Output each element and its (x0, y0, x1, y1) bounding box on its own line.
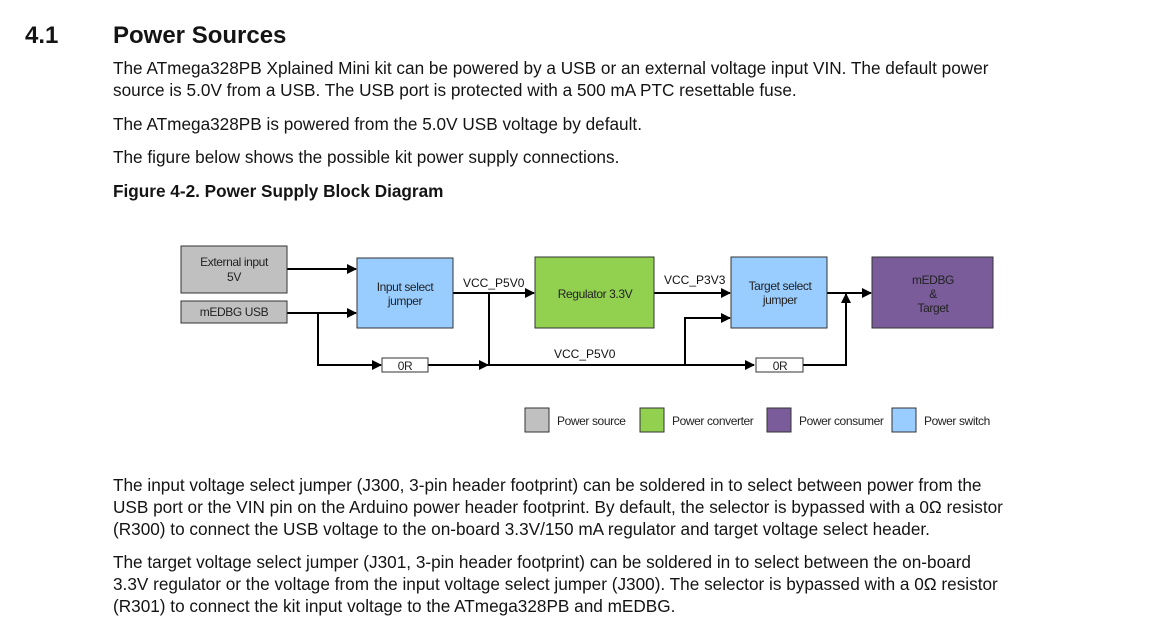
block-label: 5V (227, 270, 241, 284)
paragraph-line: (R300) to connect the USB voltage to the… (113, 519, 930, 539)
legend-item-power-source: Power source (524, 407, 627, 433)
figure-caption: Figure 4-2. Power Supply Block Diagram (113, 181, 444, 201)
paragraph-default-power: The ATmega328PB is powered from the 5.0V… (113, 114, 642, 134)
block-label: jumper (762, 293, 798, 307)
legend-item-power-switch: Power switch (891, 407, 990, 433)
legend-swatch (891, 407, 917, 433)
legend-item-power-consumer: Power consumer (766, 407, 884, 433)
paragraph-line: The target voltage select jumper (J301, … (113, 552, 971, 572)
block-label: & (929, 287, 937, 301)
legend-swatch (766, 407, 792, 433)
wire-p5v0-to-target-select (684, 313, 731, 365)
block-external-input: External input 5V (180, 245, 288, 294)
paragraph-figure-intro: The figure below shows the possible kit … (113, 147, 620, 167)
legend-label: Power source (557, 414, 626, 428)
block-regulator: Regulator 3.3V (534, 256, 655, 329)
net-label-vcc-p5v0: VCC_P5V0 (463, 276, 525, 290)
legend: Power source Power converter Power consu… (524, 407, 990, 433)
paragraph-line: USB port or the VIN pin on the Arduino p… (113, 497, 1003, 517)
wires (287, 264, 872, 370)
paragraph-intro: The ATmega328PB Xplained Mini kit can be… (113, 57, 1113, 101)
block-label: Target (918, 301, 950, 315)
paragraph-line: The input voltage select jumper (J300, 3… (113, 475, 982, 495)
paragraph-input-select: The input voltage select jumper (J300, 3… (113, 474, 1113, 540)
block-label: External input (200, 255, 269, 269)
net-label-vcc-p3v3: VCC_P3V3 (664, 273, 726, 287)
block-label: mEDBG (912, 273, 954, 287)
legend-item-power-converter: Power converter (639, 407, 754, 433)
legend-swatch (524, 407, 550, 433)
wire-usb-to-r300 (317, 313, 382, 370)
resistor-r300: 0R (381, 357, 429, 373)
legend-label: Power consumer (799, 414, 884, 428)
resistor-label: 0R (773, 359, 788, 373)
legend-swatch (639, 407, 665, 433)
paragraph-line: (R301) to connect the kit input voltage … (113, 596, 676, 616)
block-label: Target select (749, 279, 813, 293)
block-label: jumper (387, 294, 423, 308)
block-label: Regulator 3.3V (558, 287, 633, 301)
paragraph-target-select: The target voltage select jumper (J301, … (113, 551, 1113, 617)
block-label: Input select (377, 280, 435, 294)
resistor-r301: 0R (755, 357, 804, 373)
paragraph-line: The ATmega328PB Xplained Mini kit can be… (113, 58, 989, 78)
legend-label: Power switch (924, 414, 990, 428)
paragraph-line: source is 5.0V from a USB. The USB port … (113, 80, 797, 100)
wire-r301-to-target (803, 293, 851, 366)
block-input-select-jumper: Input select jumper (356, 257, 454, 329)
block-medbg-target: mEDBG & Target (871, 256, 994, 329)
section-number: 4.1 (25, 22, 59, 49)
block-target-select-jumper: Target select jumper (730, 256, 828, 329)
legend-label: Power converter (672, 414, 754, 428)
block-medbg-usb: mEDBG USB (180, 300, 288, 324)
section-title: Power Sources (113, 22, 287, 49)
paragraph-line: 3.3V regulator or the voltage from the i… (113, 574, 998, 594)
net-label-vcc-p5v0-bottom: VCC_P5V0 (554, 347, 616, 361)
block-label: mEDBG USB (200, 305, 269, 319)
resistor-label: 0R (398, 359, 413, 373)
